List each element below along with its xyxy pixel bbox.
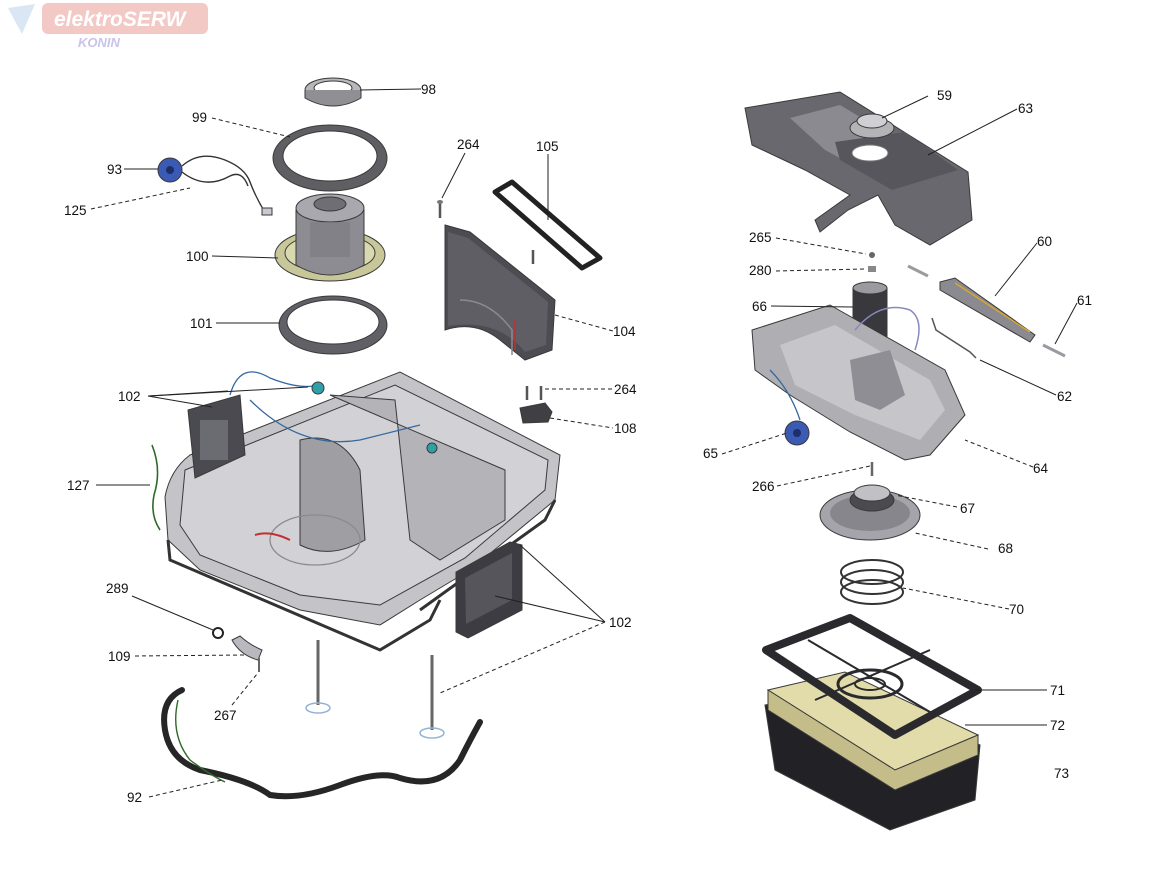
label-64: 64 xyxy=(1033,461,1049,476)
label-71: 71 xyxy=(1050,683,1065,698)
part-102-handle xyxy=(455,541,523,639)
label-280: 280 xyxy=(749,263,772,278)
part-125-wires xyxy=(181,155,267,215)
part-102-switch-box xyxy=(187,394,246,479)
part-92-hose xyxy=(161,687,483,800)
part-feet-pins xyxy=(305,640,445,739)
part-280-nut xyxy=(868,266,876,272)
part-109-clip xyxy=(231,635,263,661)
part-264-screw-top xyxy=(437,200,535,264)
label-73: 73 xyxy=(1054,766,1069,781)
part-60-bar xyxy=(939,277,1036,343)
label-264-top: 264 xyxy=(457,137,480,152)
label-70: 70 xyxy=(1009,602,1024,617)
label-100: 100 xyxy=(186,249,209,264)
label-289: 289 xyxy=(106,581,129,596)
label-59: 59 xyxy=(937,88,952,103)
logo-sub-text: KONIN xyxy=(78,35,121,50)
part-67-motor xyxy=(849,484,895,512)
part-104-cover xyxy=(444,224,556,361)
part-59-cap xyxy=(849,113,895,162)
part-289-washer xyxy=(212,627,224,639)
label-125: 125 xyxy=(64,203,87,218)
label-92: 92 xyxy=(127,790,142,805)
label-61: 61 xyxy=(1077,293,1092,308)
label-72: 72 xyxy=(1050,718,1065,733)
label-62: 62 xyxy=(1057,389,1072,404)
part-64-frame xyxy=(751,304,966,461)
label-105: 105 xyxy=(536,139,559,154)
part-65-fan xyxy=(784,420,810,446)
label-101: 101 xyxy=(190,316,213,331)
leader-lines xyxy=(90,88,1078,798)
label-65: 65 xyxy=(703,446,718,461)
part-base-housing xyxy=(164,371,561,652)
label-265: 265 xyxy=(749,230,772,245)
logo-main-text: elektroSERW xyxy=(54,8,188,31)
elektroserw-logo: elektroSERW KONIN xyxy=(8,3,208,50)
part-265-screw xyxy=(869,252,875,258)
part-61-pin-top xyxy=(907,264,929,278)
label-267: 267 xyxy=(214,708,237,723)
part-127-cable xyxy=(151,444,161,531)
label-102-right: 102 xyxy=(609,615,632,630)
label-99: 99 xyxy=(192,110,207,125)
label-60: 60 xyxy=(1037,234,1052,249)
part-264-screws-pair xyxy=(525,386,543,400)
label-266: 266 xyxy=(752,479,775,494)
label-98: 98 xyxy=(421,82,436,97)
part-101-gasket xyxy=(278,295,388,355)
part-61-pin xyxy=(1042,343,1066,358)
part-98-ring xyxy=(304,77,362,107)
label-66: 66 xyxy=(752,299,767,314)
label-63: 63 xyxy=(1018,101,1033,116)
label-104: 104 xyxy=(613,324,636,339)
part-63-housing xyxy=(744,91,973,246)
label-102-left: 102 xyxy=(118,389,141,404)
label-109: 109 xyxy=(108,649,131,664)
part-93-fan xyxy=(157,157,183,183)
part-99-ring xyxy=(272,124,388,192)
label-67: 67 xyxy=(960,501,975,516)
part-108-clamp xyxy=(519,402,553,424)
label-93: 93 xyxy=(107,162,122,177)
label-108: 108 xyxy=(614,421,637,436)
label-264-right: 264 xyxy=(614,382,637,397)
label-68: 68 xyxy=(998,541,1013,556)
part-62-spring xyxy=(931,317,977,359)
part-labels: 98 99 93 125 100 101 264 105 104 102 264… xyxy=(64,82,1092,805)
part-100-motor xyxy=(274,193,386,282)
part-105-seal xyxy=(492,179,603,271)
part-70-spring xyxy=(840,559,904,605)
label-127: 127 xyxy=(67,478,90,493)
